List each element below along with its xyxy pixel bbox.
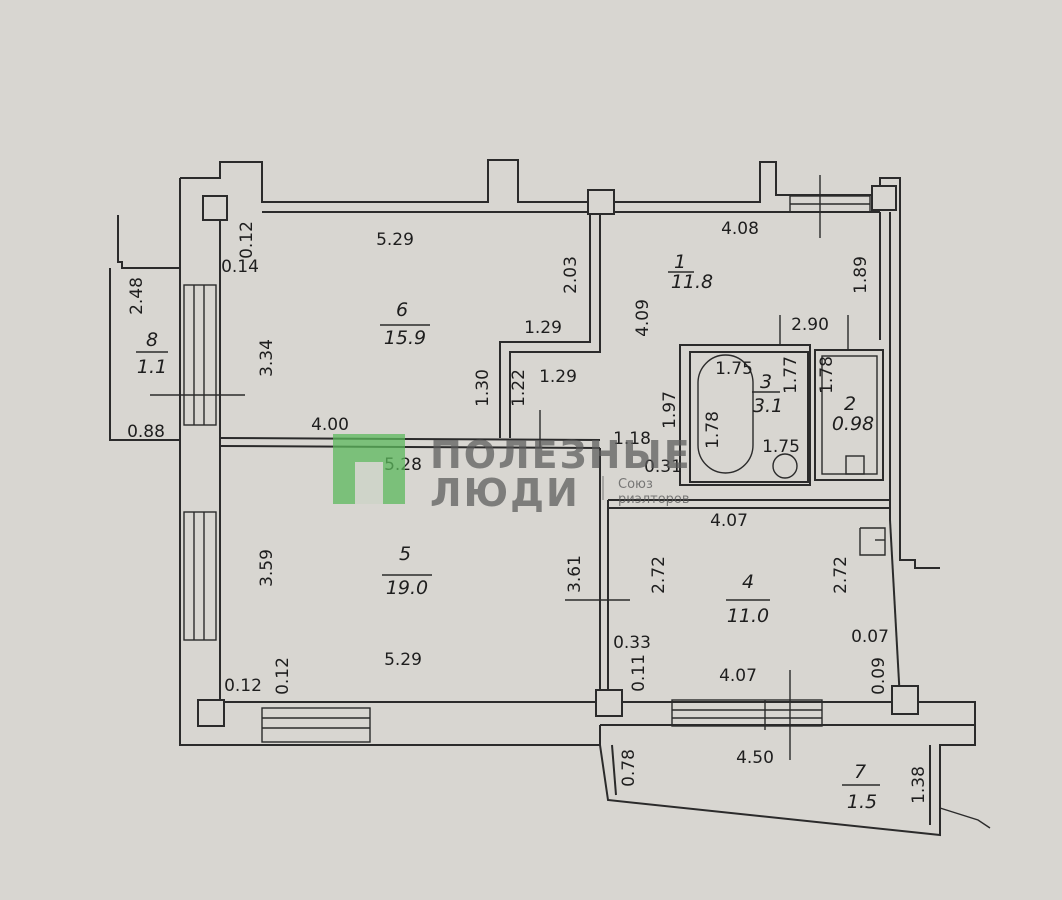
dim-r4-b: 0.11 (629, 654, 649, 692)
room-6-number: 6 (396, 299, 408, 321)
dim-corr-c: 0.31 (644, 457, 682, 477)
dim-r1-inner: 2.90 (791, 315, 829, 335)
dim-r8-height: 2.48 (127, 277, 147, 315)
room-2-number: 2 (844, 393, 856, 415)
dim-r6-step2: 1.29 (539, 367, 577, 387)
dim-r3-bottom: 1.75 (762, 437, 800, 457)
columns (197, 185, 919, 727)
dim-door-b: 1.22 (509, 369, 529, 407)
dim-r7-width: 4.50 (736, 748, 774, 768)
dim-corr-a: 1.97 (660, 391, 680, 429)
dim-r3-right: 1.77 (781, 356, 801, 394)
dim-door-a: 1.30 (473, 369, 493, 407)
dim-r4-right: 2.72 (831, 556, 851, 594)
room-7-area: 1.5 (847, 791, 877, 813)
dim-corr-b: 1.18 (613, 429, 651, 449)
dim-r4-left: 2.72 (649, 556, 669, 594)
dim-r6-bottom: 4.00 (311, 415, 349, 435)
outer-walls (179, 159, 976, 746)
room-4-area: 11.0 (727, 605, 769, 627)
dim-r1-left: 4.09 (633, 299, 653, 337)
dimension-labels: 5.29 0.12 0.14 2.03 1.29 1.29 3.34 4.00 … (127, 219, 929, 804)
dim-r2-side: 1.78 (817, 356, 837, 394)
dim-r6-left-b: 0.14 (221, 257, 259, 277)
dim-r4-top: 4.07 (710, 511, 748, 531)
dim-r1-top: 4.08 (721, 219, 759, 239)
room-6-area: 15.9 (384, 327, 426, 349)
dim-r5-bottom: 5.29 (384, 650, 422, 670)
dim-r6-right: 2.03 (561, 256, 581, 294)
dim-r4-c: 0.07 (851, 627, 889, 647)
dim-r4-a: 0.33 (613, 633, 651, 653)
room-3-number: 3 (760, 371, 772, 393)
balcony-7 (599, 725, 991, 837)
room-4-number: 4 (742, 571, 754, 593)
dim-r5-right: 3.61 (565, 555, 585, 593)
dim-r6-step: 1.29 (524, 318, 562, 338)
room-labels: 1 11.8 2 0.98 3 3.1 4 11.0 5 19.0 6 15.9… (136, 251, 880, 813)
dim-r4-bottom: 4.07 (719, 666, 757, 686)
room-2-area: 0.98 (832, 413, 874, 435)
dim-r3-left: 1.78 (703, 411, 723, 449)
room-1-number: 1 (674, 251, 686, 273)
balcony-8 (109, 215, 245, 441)
dim-r8-bottom: 0.88 (127, 422, 165, 442)
dim-r3-top: 1.75 (715, 359, 753, 379)
room-8-area: 1.1 (137, 356, 167, 378)
watermark-sub-1: Союз (618, 477, 653, 492)
dim-r5-left: 3.59 (257, 549, 277, 587)
dim-r5-wall-b: 0.12 (273, 657, 293, 695)
room-8-number: 8 (146, 329, 158, 351)
room-7-number: 7 (854, 761, 866, 783)
room-5-area: 19.0 (386, 577, 428, 599)
dim-r7-right: 1.38 (909, 766, 929, 804)
watermark-sub-2: риэлторов (618, 492, 690, 507)
dim-r5-wall-a: 0.12 (224, 676, 262, 696)
dim-r6-left-a: 0.12 (237, 221, 257, 259)
dim-r1-right: 1.89 (851, 256, 871, 294)
dim-r7-left: 0.78 (619, 749, 639, 787)
dim-r6-top: 5.29 (376, 230, 414, 250)
room-1-area: 11.8 (671, 271, 713, 293)
watermark-line-2: ЛЮДИ (430, 471, 580, 515)
watermark-line-1: ПОЛЕЗНЫЕ (430, 433, 692, 477)
watermark: ПОЛЕЗНЫЕ ЛЮДИ Союз риэлторов (333, 433, 692, 515)
room-5-number: 5 (399, 543, 411, 565)
interior-walls (219, 175, 890, 760)
room-3-area: 3.1 (753, 395, 783, 417)
dim-r4-d: 0.09 (869, 657, 889, 695)
dim-r6-height: 3.34 (257, 339, 277, 377)
